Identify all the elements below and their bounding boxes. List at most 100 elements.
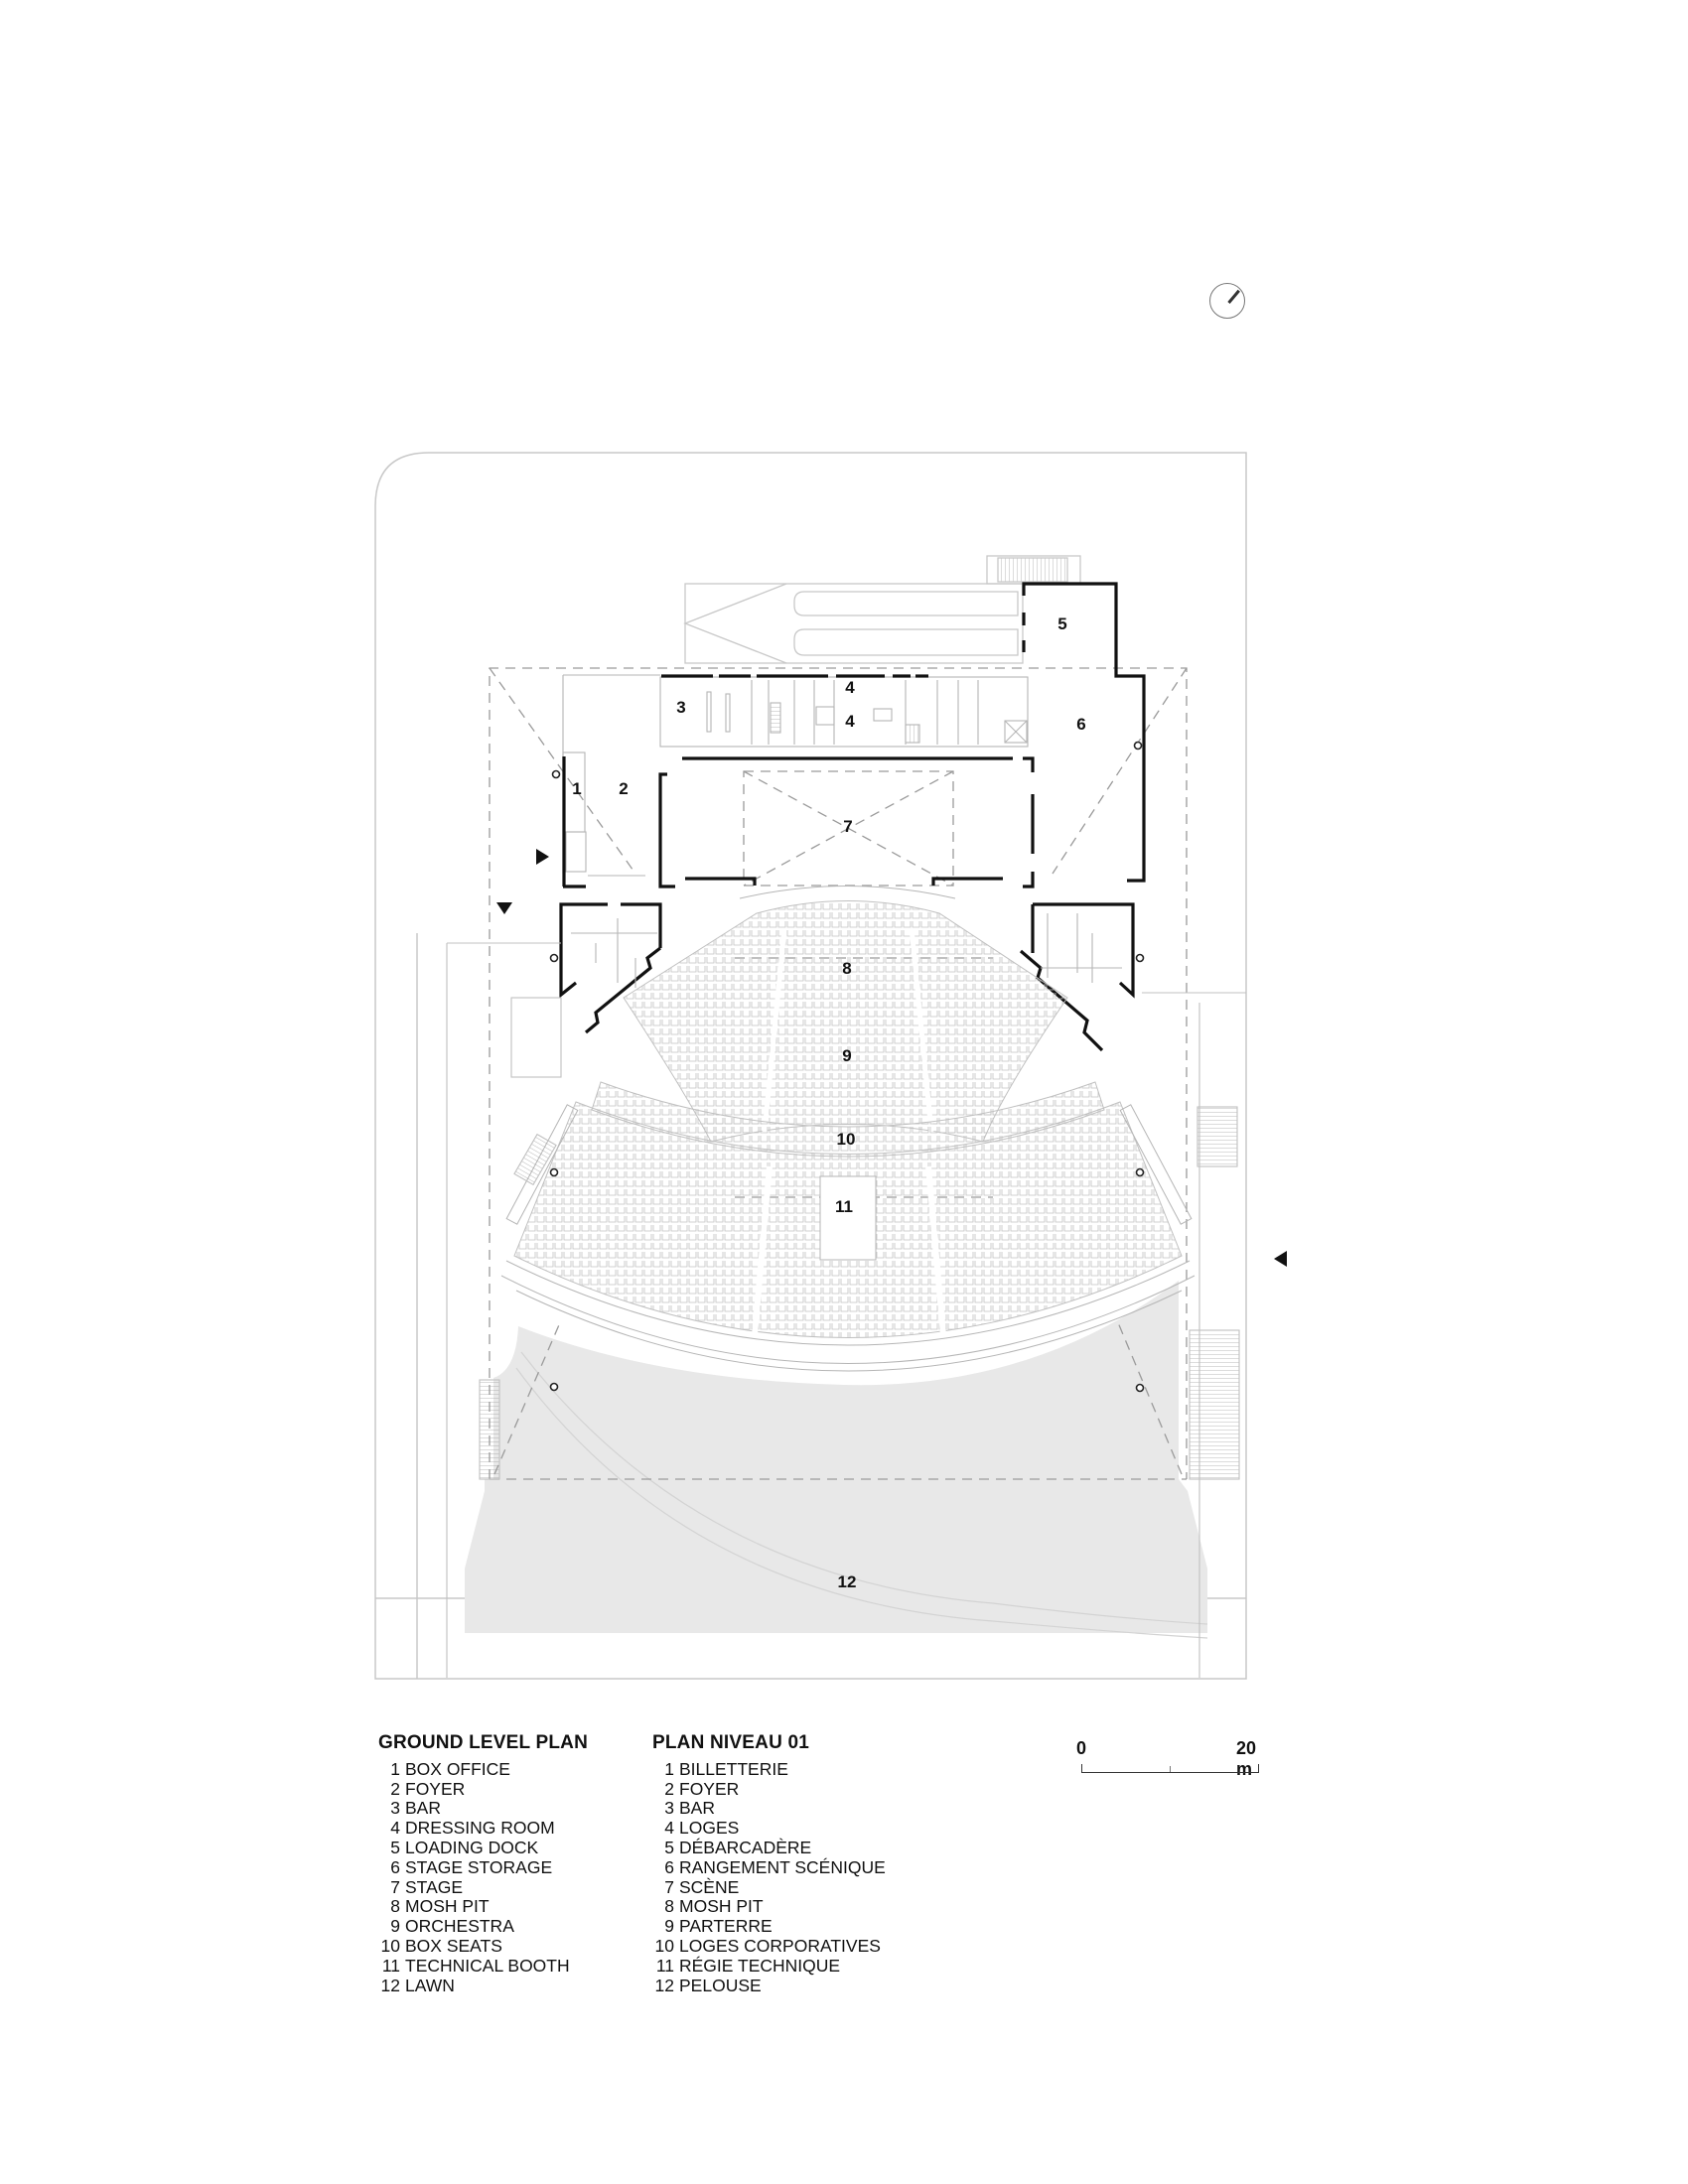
legend-number: 10 bbox=[380, 1935, 400, 1956]
wing-interiors bbox=[571, 913, 1122, 988]
room-label: 4 bbox=[845, 678, 855, 697]
legend-label: RANGEMENT SCÉNIQUE bbox=[679, 1856, 886, 1877]
legend-label: PELOUSE bbox=[679, 1975, 762, 1995]
legend-number: 10 bbox=[654, 1935, 674, 1956]
north-arrow-icon bbox=[1209, 283, 1245, 319]
legend-number: 11 bbox=[655, 1955, 674, 1976]
room-label: 12 bbox=[838, 1572, 857, 1591]
room-label: 2 bbox=[619, 779, 628, 798]
room-label: 5 bbox=[1057, 614, 1066, 633]
lawn-paths bbox=[515, 1351, 1208, 1639]
legend-label: LAWN bbox=[405, 1975, 455, 1995]
legend-label: LOGES bbox=[679, 1818, 740, 1839]
legend-label: MOSH PIT bbox=[679, 1896, 764, 1917]
room-label: 3 bbox=[676, 698, 685, 717]
room-label: 7 bbox=[843, 817, 852, 836]
room-label: 1 bbox=[572, 779, 581, 798]
legend-label: FOYER bbox=[679, 1778, 740, 1799]
legend-number: 2 bbox=[664, 1778, 674, 1799]
legend-label: RÉGIE TECHNIQUE bbox=[679, 1955, 841, 1976]
foyer-interior bbox=[562, 674, 660, 877]
legend-number: 1 bbox=[390, 1758, 400, 1779]
legend-number: 7 bbox=[664, 1876, 674, 1897]
scale-midpoint-tick bbox=[1170, 1766, 1171, 1772]
loading-dock-trucks bbox=[683, 555, 1081, 664]
legend-label: STAGE bbox=[405, 1876, 464, 1897]
legend-number: 3 bbox=[664, 1798, 674, 1819]
legend-label: MOSH PIT bbox=[405, 1896, 490, 1917]
legend-number: 7 bbox=[390, 1876, 400, 1897]
legend-label: BILLETTERIE bbox=[679, 1758, 788, 1779]
west-entrance-arrow-icon bbox=[536, 849, 549, 865]
room-label: 8 bbox=[842, 959, 851, 978]
legend-number: 6 bbox=[664, 1856, 674, 1877]
legend-number: 9 bbox=[664, 1916, 674, 1937]
legend-label: DRESSING ROOM bbox=[405, 1818, 555, 1839]
room-label: 6 bbox=[1076, 715, 1085, 734]
legend-title-english: GROUND LEVEL PLAN bbox=[378, 1732, 589, 1753]
legend-label: ORCHESTRA bbox=[405, 1916, 514, 1937]
scale-bar-line bbox=[1081, 1764, 1259, 1773]
north-west-entrance-arrow-icon bbox=[496, 902, 512, 914]
legend-label: STAGE STORAGE bbox=[405, 1856, 553, 1877]
legend-label: SCÈNE bbox=[679, 1876, 740, 1897]
legend-number: 11 bbox=[381, 1955, 400, 1976]
upper-seating bbox=[500, 1101, 1196, 1372]
legend-number: 8 bbox=[390, 1896, 400, 1917]
orchestra-seating bbox=[623, 886, 1068, 1143]
legend-label: BOX OFFICE bbox=[405, 1758, 510, 1779]
legend-label: LOADING DOCK bbox=[405, 1837, 539, 1857]
legend-number: 3 bbox=[390, 1798, 400, 1819]
legend-label: BAR bbox=[679, 1798, 715, 1819]
legend-number: 5 bbox=[390, 1837, 400, 1857]
legend-number: 8 bbox=[664, 1896, 674, 1917]
entrance-arrows bbox=[496, 849, 1287, 1267]
legend-number: 4 bbox=[664, 1818, 674, 1839]
legend-number: 5 bbox=[664, 1837, 674, 1857]
legend-label: FOYER bbox=[405, 1778, 466, 1799]
scale-end-label: 20 m bbox=[1236, 1738, 1257, 1779]
legend-label: DÉBARCADÈRE bbox=[679, 1837, 812, 1857]
lawn-area bbox=[465, 1281, 1207, 1633]
scale-bar: 0 20 m bbox=[1070, 1738, 1269, 1779]
room-label: 4 bbox=[845, 712, 855, 731]
legend-label: LOGES CORPORATIVES bbox=[679, 1935, 881, 1956]
legend-number: 4 bbox=[390, 1818, 400, 1839]
legend-label: TECHNICAL BOOTH bbox=[405, 1955, 570, 1976]
room-label: 10 bbox=[837, 1130, 856, 1149]
site-walkways bbox=[446, 942, 1246, 1678]
legend-number: 9 bbox=[390, 1916, 400, 1937]
legend-number: 6 bbox=[390, 1856, 400, 1877]
legend-title-french: PLAN NIVEAU 01 bbox=[652, 1732, 810, 1753]
scale-start-label: 0 bbox=[1076, 1738, 1087, 1758]
legend-number: 12 bbox=[654, 1975, 674, 1995]
backstage-interior bbox=[659, 676, 1029, 748]
legend-label: BAR bbox=[405, 1798, 441, 1819]
legend-number: 2 bbox=[390, 1778, 400, 1799]
